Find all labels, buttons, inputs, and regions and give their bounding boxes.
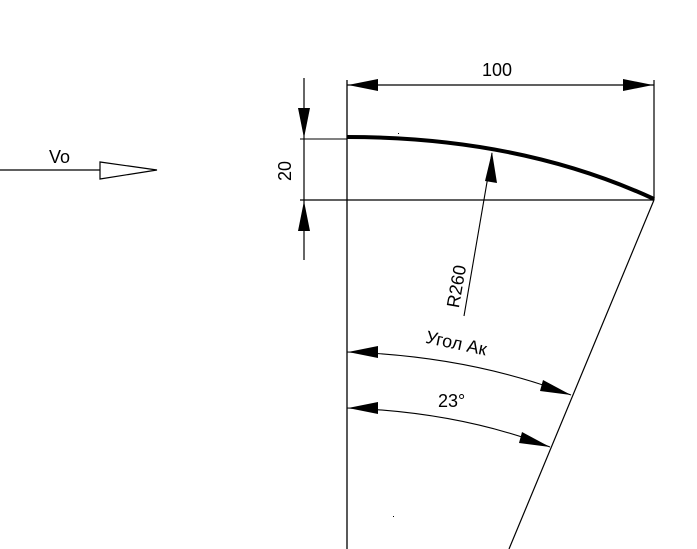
angle-value-label: 23° xyxy=(438,391,466,411)
height-dimension-label: 20 xyxy=(275,160,295,181)
width-dimension-label: 100 xyxy=(482,60,513,80)
radius-leader xyxy=(463,152,497,317)
width-dimension xyxy=(347,79,654,91)
angle-arc-name xyxy=(346,346,572,396)
angle-arc-value xyxy=(346,402,551,448)
blade-arc xyxy=(346,135,655,201)
outlet-angle-line xyxy=(508,199,655,549)
velocity-label: Vo xyxy=(49,147,71,167)
velocity-arrow xyxy=(0,161,158,180)
height-dimension xyxy=(298,78,310,260)
